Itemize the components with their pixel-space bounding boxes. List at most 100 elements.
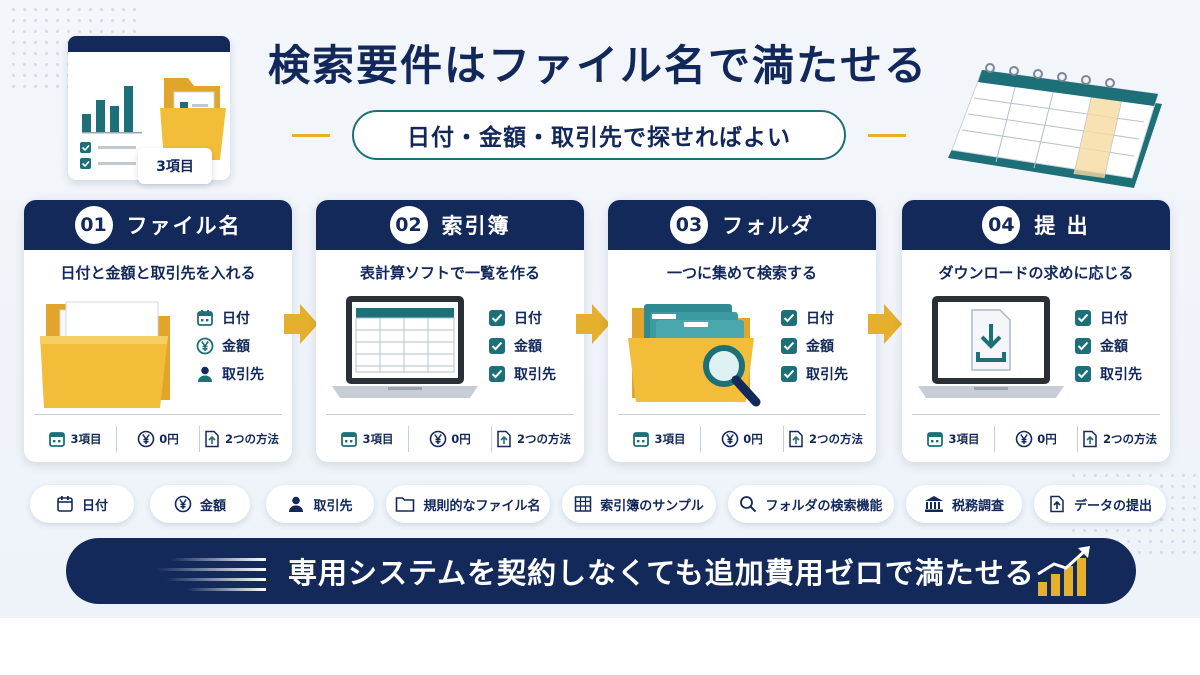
tag-label: 規則的なファイル名: [423, 498, 541, 514]
check-item: 日付: [780, 304, 848, 332]
step-card-file-name: 01 ファイル名 日付と金額と取引先を入れる 日付 金額 取引先: [24, 200, 292, 462]
footer-item: 0円: [995, 430, 1077, 448]
footer-item: 2つの方法: [200, 430, 282, 448]
subtitle-group: 日付・金額・取引先で探せればよい: [292, 110, 906, 160]
card-description: 日付と金額と取引先を入れる: [60, 264, 256, 282]
checkbox-icon: [489, 310, 505, 326]
check-label: 金額: [514, 339, 542, 355]
check-item: 日付: [1074, 304, 1142, 332]
check-label: 取引先: [806, 367, 848, 383]
check-list: 日付 金額 取引先: [780, 304, 848, 388]
document-upload-icon: [789, 430, 803, 447]
conclusion-banner: 専用システムを契約しなくても追加費用ゼロで満たせる: [66, 538, 1136, 604]
subtitle-right-line: [868, 134, 906, 137]
card-footer: 3項目 0円 2つの方法: [326, 414, 574, 462]
document-upload-icon: [497, 430, 511, 447]
folder-icon: [396, 497, 415, 512]
footer-item: 2つの方法: [492, 430, 574, 448]
yen-icon: [1015, 430, 1033, 447]
speed-line: [170, 558, 266, 561]
spreadsheet-notebook-illustration: [948, 63, 1162, 188]
check-label: 日付: [806, 311, 834, 327]
card-footer: 3項目 0円 2つの方法: [618, 414, 866, 462]
card-header: 04 提 出: [902, 200, 1170, 250]
step-card-submission: 04 提 出 ダウンロードの求めに応じる 日付 金額 取引先: [902, 200, 1170, 462]
subtitle-left-line: [292, 134, 330, 137]
card-header: 01 ファイル名: [24, 200, 292, 250]
footer-item: 2つの方法: [1078, 430, 1160, 448]
footer-item: 3項目: [34, 430, 116, 448]
footer-label: 0円: [159, 431, 179, 446]
tag-data-submission: データの提出: [1034, 485, 1166, 523]
yen-icon: [721, 430, 739, 447]
check-list: 日付 金額 取引先: [1074, 304, 1142, 388]
card-description: 表計算ソフトで一覧を作る: [359, 264, 540, 282]
check-item: 日付: [488, 304, 556, 332]
footer-label: 0円: [451, 431, 471, 446]
card-description: 一つに集めて検索する: [666, 264, 817, 282]
upload-icon: [1050, 495, 1064, 513]
check-item: 取引先: [196, 360, 264, 388]
footer-label: 0円: [1037, 431, 1057, 446]
checkbox-icon: [1075, 310, 1091, 326]
tag-label: 税務調査: [951, 498, 1004, 514]
footer-label: 2つの方法: [224, 431, 279, 446]
footer-item: 3項目: [326, 430, 408, 448]
check-label: 金額: [1100, 339, 1128, 355]
step-card-folder: 03 フォルダ 一つに集めて検索する 日付 金額: [608, 200, 876, 462]
tag-file-naming: 規則的なファイル名: [386, 485, 550, 523]
check-item: 金額: [1074, 332, 1142, 360]
check-label: 日付: [1100, 311, 1128, 327]
check-label: 取引先: [1100, 367, 1142, 383]
check-list: 日付 金額 取引先: [488, 304, 556, 388]
check-list: 日付 金額 取引先: [196, 304, 264, 388]
laptop-spreadsheet-illustration: [332, 296, 478, 398]
tag-label: 索引簿のサンプル: [600, 498, 704, 514]
checkbox-icon: [781, 338, 797, 354]
step-card-index-book: 02 索引簿 表計算ソフトで一覧を作る 日付 金額: [316, 200, 584, 462]
calendar-icon: [49, 431, 66, 447]
calendar-icon: [197, 310, 213, 326]
tag-label: データの提出: [1073, 498, 1152, 514]
card-title: 索引簿: [441, 214, 511, 238]
check-item: 日付: [196, 304, 264, 332]
folder-search-illustration: [628, 304, 761, 407]
arrow-right-icon: [576, 304, 610, 344]
arrow-right-icon: [284, 304, 318, 344]
tag-label: 金額: [199, 498, 226, 514]
check-item: 取引先: [1074, 360, 1142, 388]
calendar-icon: [341, 431, 358, 447]
card-description: ダウンロードの求めに応じる: [938, 264, 1134, 282]
check-item: 金額: [780, 332, 848, 360]
card-header: 03 フォルダ: [608, 200, 876, 250]
calendar-icon: [927, 431, 944, 447]
footer-label: 2つの方法: [516, 431, 571, 446]
card-title: ファイル名: [126, 214, 242, 238]
check-item: 金額: [196, 332, 264, 360]
card-title: 提 出: [1034, 214, 1090, 238]
check-label: 取引先: [514, 367, 556, 383]
check-label: 日付: [514, 311, 542, 327]
tag-amount: 金額: [150, 485, 250, 523]
yen-icon: [137, 430, 155, 447]
calendar-icon: [633, 431, 650, 447]
footer-item: 3項目: [618, 430, 700, 448]
checkbox-icon: [1075, 366, 1091, 382]
yen-icon: [174, 495, 192, 513]
search-icon: [740, 496, 757, 513]
yen-icon: [196, 337, 214, 355]
illustration-badge: 3項目: [138, 148, 212, 184]
footer-label: 2つの方法: [1102, 431, 1157, 446]
step-number: 03: [670, 206, 708, 244]
checkbox-icon: [781, 366, 797, 382]
footer-item: 3項目: [912, 430, 994, 448]
tag-folder-search: フォルダの検索機能: [728, 485, 894, 523]
speed-line: [186, 588, 266, 591]
footer-label: 0円: [743, 431, 763, 446]
footer-label: 3項目: [654, 431, 686, 446]
tag-client: 取引先: [266, 485, 374, 523]
check-label: 取引先: [222, 367, 264, 383]
step-number: 01: [74, 206, 113, 244]
check-item: 金額: [488, 332, 556, 360]
checklist-chart-illustration: [68, 36, 230, 180]
